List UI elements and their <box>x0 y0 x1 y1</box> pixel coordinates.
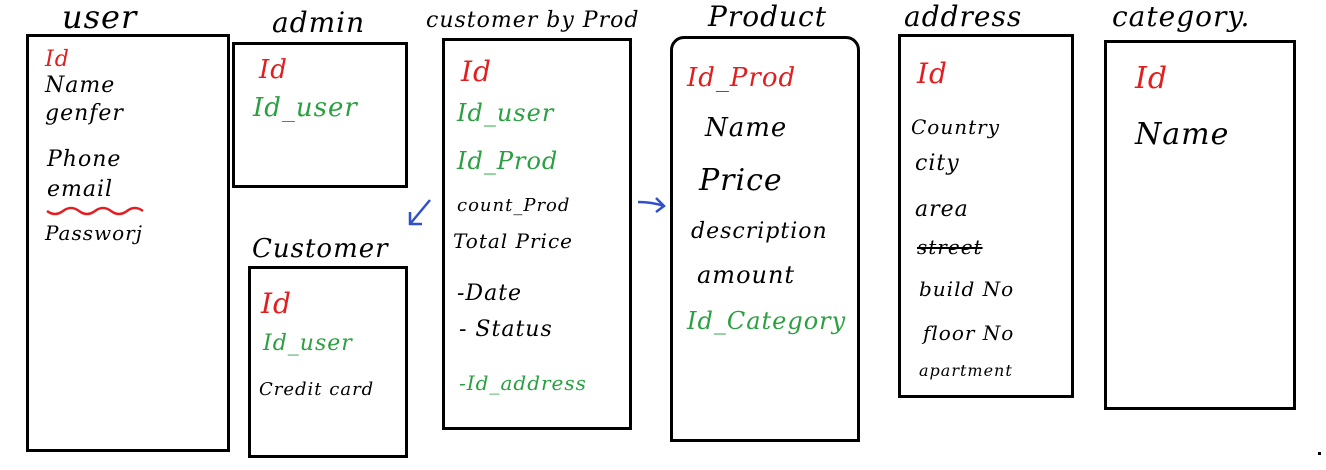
customer-table-title: Customer <box>252 234 389 264</box>
user-field-phone: Phone <box>47 147 122 172</box>
user-field-id: Id <box>45 47 70 72</box>
customer-field-credit-card: Credit card <box>259 379 375 400</box>
user-field-name: Name <box>45 73 116 98</box>
address-field-id: Id <box>917 57 948 90</box>
address-field-floor-no: floor No <box>923 321 1015 345</box>
product-field-id-prod: Id_Prod <box>687 63 797 93</box>
category-table: Id Name <box>1104 40 1296 410</box>
user-field-email: email <box>47 177 114 202</box>
product-field-price: Price <box>699 163 783 198</box>
cbp-field-status: - Status <box>459 317 553 342</box>
admin-field-id: Id <box>259 55 288 85</box>
category-field-name: Name <box>1135 117 1230 152</box>
customer-field-id-user: Id_user <box>263 331 353 356</box>
product-field-id-category: Id_Category <box>687 307 847 335</box>
cbp-field-date: -Date <box>457 281 523 306</box>
address-field-country: Country <box>911 115 1001 139</box>
cbp-field-id-address: -Id_address <box>459 371 587 395</box>
product-field-amount: amount <box>697 261 796 289</box>
customer-table: Id Id_user Credit card <box>248 266 408 458</box>
customer-by-prod-table-title: customer by Prod <box>426 8 640 33</box>
user-table: Id Name genfer Phone email Passworj <box>26 34 230 452</box>
address-field-build-no: build No <box>919 277 1015 301</box>
admin-table-title: admin <box>272 6 366 39</box>
address-field-area: area <box>915 197 969 222</box>
cbp-field-id: Id <box>461 55 492 88</box>
address-table: Id Country city area street build No flo… <box>898 34 1074 398</box>
address-field-apartment: apartment <box>919 361 1013 380</box>
user-field-gender: genfer <box>45 101 124 126</box>
customer-field-id: Id <box>261 287 292 320</box>
customer-by-prod-table: Id Id_user Id_Prod count_Prod Total Pric… <box>442 38 632 430</box>
admin-table: Id Id_user <box>232 42 408 188</box>
user-field-password: Passworj <box>45 221 143 245</box>
product-table-title: Product <box>708 0 827 33</box>
address-table-title: address <box>904 0 1023 33</box>
category-field-id: Id <box>1135 61 1169 96</box>
arrow-right-icon <box>637 197 666 213</box>
product-field-description: description <box>691 219 828 244</box>
product-field-name: Name <box>705 113 788 143</box>
cbp-field-id-prod: Id_Prod <box>457 147 559 175</box>
product-table: Id_Prod Name Price description amount Id… <box>670 36 860 442</box>
cbp-field-id-user: Id_user <box>457 99 555 127</box>
address-field-city: city <box>915 151 960 176</box>
cbp-field-total-price: Total Price <box>453 229 573 253</box>
stray-dot <box>1318 452 1321 455</box>
user-table-title: user <box>62 0 138 36</box>
arrow-down-left-icon <box>408 199 431 226</box>
email-underline <box>46 206 144 216</box>
cbp-field-count-prod: count_Prod <box>457 195 571 216</box>
admin-field-id-user: Id_user <box>253 93 358 123</box>
address-field-street: street <box>917 235 983 259</box>
category-table-title: category. <box>1112 0 1251 33</box>
